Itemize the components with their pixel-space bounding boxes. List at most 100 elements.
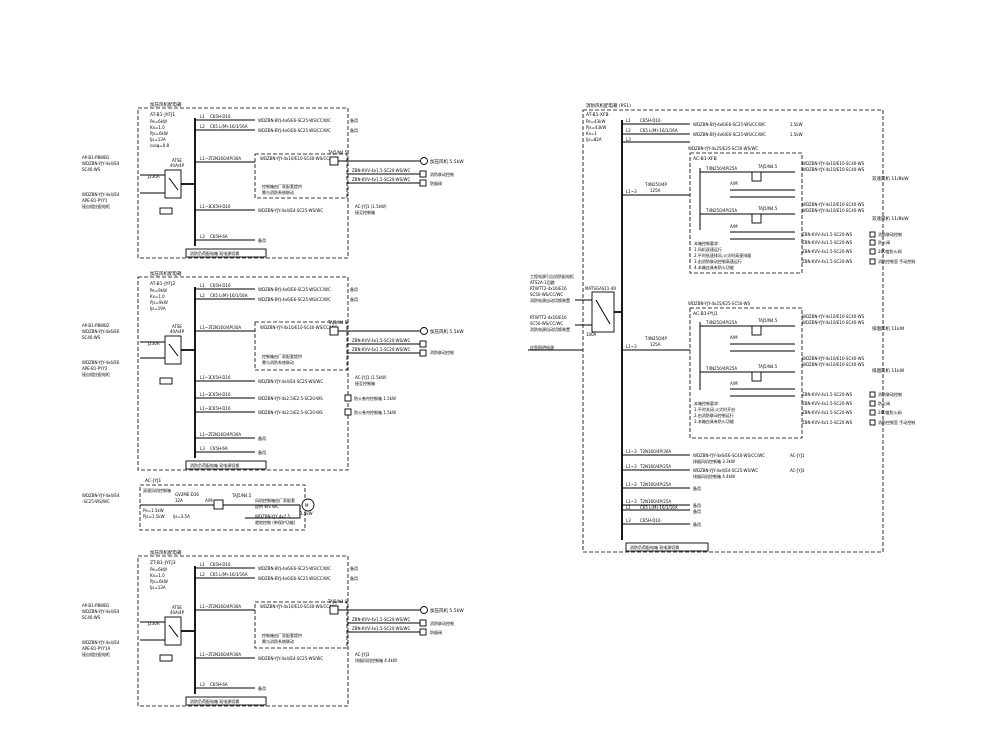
board-4-sub2-bus <box>699 322 795 390</box>
board-3-cable: WDZBN-BYJ-4x6/E6-SC25-WS/CC/WC <box>258 576 331 581</box>
ctrlbox-feed: WDZBN-YJY-4x4/E4 <box>82 493 120 498</box>
board-3-ats-contact <box>168 624 179 638</box>
board-2-ctrl-lines <box>347 343 420 354</box>
board-1-ats-contact <box>168 177 179 191</box>
board-4-cable: WDZBN-BYJ-4x6/E6-SC25-WS/CC/WC <box>693 132 766 137</box>
board-4-sub2-ctrl-wires <box>730 343 795 397</box>
board-4-sub2-branch-breaker: T4N250/4P/25A <box>705 366 737 371</box>
board-2-fan-label: 加压风机 5.5kW <box>430 328 464 335</box>
board-4-panel-id: AT-B1-XFB <box>586 112 609 118</box>
board-2-phase: L1~3 <box>200 375 211 380</box>
board-2-phase: L1~3 <box>200 325 211 330</box>
board-2-param: Pjs=9kW <box>150 300 168 305</box>
board-3-contactor <box>329 605 339 615</box>
board-4-breaker: T2N160/4P/25A <box>639 482 671 487</box>
board-1-ctrl-terminal <box>419 179 427 187</box>
board-4-sub2-ctrl-cable: ZBN-KVV-4x1.5-SC20-WS <box>802 410 853 415</box>
board-1-remote-note: 接至控制箱 <box>355 209 375 215</box>
board-2-starter-frame <box>254 321 348 371</box>
board-1-fan-cable: WDZBN-YJY-4x10/E10-SC40-WS/CC/WC <box>260 156 337 161</box>
board-2-breaker: T2N160/4P/30A <box>209 432 241 437</box>
board-3-contactor-label: TAJ5/N4.5 <box>327 599 348 604</box>
board-3-param: Kx=1.0 <box>150 573 165 578</box>
ctrlbox-feed: -SC25-WS/WC <box>82 499 110 504</box>
board-4-spare: 备用 <box>693 502 701 508</box>
board-4-sub1-ctrl-dest: 280度防火阀 <box>878 248 902 254</box>
ctrlbox-return <box>245 505 301 519</box>
distribution-board-4: 消防风机配电箱 (PS1) AT-B1-XFB Pe=43kW Pjs=43kW… <box>528 102 915 553</box>
board-4-sub2-fan: 排烟风机 11kW <box>872 325 905 332</box>
board-4-sub2-branch-breaker: T4N250/4P/25A <box>705 320 737 325</box>
board-4-sub2-ctrl-cable: ZBN-KVV-4x1.5-SC20-WS <box>802 392 853 397</box>
board-3-branches <box>195 567 255 689</box>
board-4-phase: L1~3 <box>626 482 637 487</box>
board-1-cable: WDZBN-YJY-4x4/E4-SC25-WS/WC <box>258 208 323 213</box>
board-1-breaker: T2N160/4P/30A <box>209 156 241 161</box>
board-4-feeder-lines <box>528 299 592 351</box>
board-4-sub1-note: 4.本箱应具有防火功能 <box>694 264 734 270</box>
board-1-feeder-label: SC40-WS <box>82 167 101 172</box>
board-3-param: Ijs=13A <box>150 585 166 590</box>
board-2-spare: 备用 <box>350 296 358 302</box>
board-1-spare: 备用 <box>350 117 358 123</box>
board-3-breaker: T2N160/4P/30A <box>209 652 241 657</box>
board-4-sub2-cable: WDZBN-YJY-4x10/E10-SC40-WS <box>802 314 865 319</box>
board-4-sub2-terminal <box>869 419 876 426</box>
board-3-ctl-note: 控制箱由厂家配套提供 <box>262 632 302 638</box>
board-4-sub2-contactor <box>751 325 762 336</box>
ctrlbox-out-cable: WDZBN-YJY 4x2.5 <box>255 514 291 519</box>
board-4-breaker: C65H-D16 <box>640 518 661 523</box>
board-4-phase: L1 <box>626 505 631 510</box>
board-4-sub2-head: WDZBN-YJY-4x25/E25-SC50-WS <box>688 301 751 306</box>
board-4-sub1-cable: WDZBN-YJY-4x10/E10-SC40-WS <box>802 161 865 166</box>
board-1-phase: L2 <box>200 124 205 129</box>
ctrlbox-motor-rating: 1.5kW <box>300 511 313 516</box>
board-1-ctrl-dest: 消防联动控制 <box>430 171 454 177</box>
board-4-sub2-ctrl-dest: 280度防火阀 <box>878 409 902 415</box>
board-3-fan-cable: WDZBN-YJY-4x10/E10-SC40-WS/CC/WC <box>260 604 337 609</box>
board-4-sub2-ctrl-dest: 防火阀 <box>878 400 890 406</box>
board-4-param: Ijs=82A <box>586 137 602 142</box>
board-2-frame <box>137 276 349 471</box>
board-3-param: Pjs=6kW <box>150 579 168 584</box>
board-2-branches <box>195 288 255 453</box>
board-3-frame <box>137 555 349 707</box>
board-4-sub2-am: A/M <box>730 381 738 386</box>
board-4-sub1-breaker: T4N250/4P <box>644 182 668 187</box>
board-3-breaker: C65H-D16 <box>210 562 231 567</box>
board-2-param: Ijs=19A <box>150 306 166 311</box>
board-2-breaker: C65H-6A <box>210 446 228 451</box>
board-4-phase: L1~3 <box>626 499 637 504</box>
board-4-breaker: C65 L(M)-16/1/16A <box>640 128 678 133</box>
board-1-ctl-note: 控制箱由厂家配套提供 <box>262 183 302 189</box>
board-4-bottom-branches <box>622 454 690 525</box>
board-3-cable: WDZBN-BYJ-4x6/E6-SC25-WS/CC/WC <box>258 566 331 571</box>
board-1-ctl-note: 需与消防系统联动 <box>262 189 294 195</box>
board-1-ctrl-cable: ZBN-KVV-4x1.5-SC20-WS/WC <box>352 168 410 173</box>
board-4-cable: WDZBN-YJY-4x6/E6-SC40-WS/CC/WC <box>693 453 765 458</box>
board-1-param: Kx=1.0 <box>150 125 165 130</box>
board-4-top-branches <box>622 123 690 143</box>
board-4-busbar <box>614 120 623 540</box>
board-4-sub1-contactor <box>751 171 762 182</box>
board-1-breaker: C65H-6A <box>210 234 228 239</box>
board-4-load-note: 排烟风机控制箱 4.4kW <box>693 473 735 479</box>
board-2-param: Pe=9kW <box>150 288 167 293</box>
board-4-sub1-branch-breaker: T4N250/4P/25A <box>705 208 737 213</box>
board-4-phase: L2 <box>626 128 631 133</box>
board-1-phase: L1~3 <box>200 204 211 209</box>
board-4-sub2-ctrl-cable: ZBN-KVV-4x1.5-SC20-WS <box>802 420 853 425</box>
board-4-sub2-note: 1.平时关闭,火灾时开启 <box>694 406 735 412</box>
board-4-sub2-cable: WDZBN-YJY-4x10/E10-SC40-WS <box>802 356 865 361</box>
board-3-phase: L3 <box>200 682 205 687</box>
board-4-sub2-fan: 排烟风机 11kW <box>872 367 905 374</box>
board-3-footer: 消防负荷配电箱 双电源切换 <box>190 698 239 704</box>
board-3-feeder-label: WDZBN-YJY-4x4/E4 <box>82 640 120 645</box>
board-4-sub1-ctrl-dest: 防火阀 <box>878 239 890 245</box>
board-4-param: Pe=43kW <box>586 119 605 124</box>
board-1-contactor-label: TAJ5/N4.5 <box>327 150 348 155</box>
board-3-ats-rating: 40A/4P <box>170 610 185 615</box>
board-4-load: 1.5kW <box>790 122 803 127</box>
board-4-sub2-contactor <box>751 371 762 382</box>
